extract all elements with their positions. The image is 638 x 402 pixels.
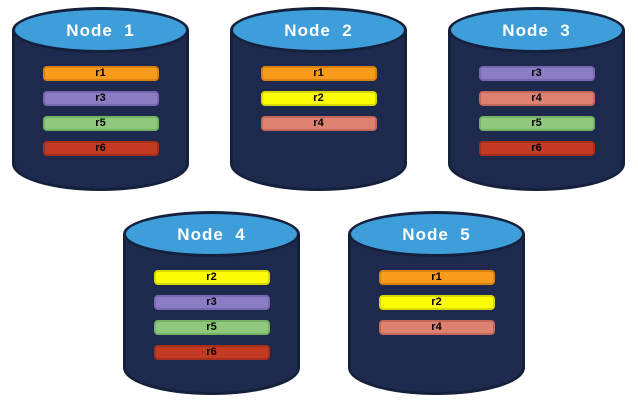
replica-list: r1 r3 r5 r6 (12, 66, 189, 166)
replica-bar-r6: r6 (42, 141, 159, 156)
replica-label: r5 (206, 321, 217, 333)
replica-label: r4 (313, 117, 324, 129)
database-node: Node 2 r1 r2 r4 (230, 7, 407, 191)
node-title: Node 5 (402, 224, 471, 244)
replica-list: r2 r3 r5 r6 (123, 270, 300, 370)
replica-bar-r3: r3 (42, 91, 159, 106)
cylinder-top-ellipse: Node 2 (230, 7, 407, 53)
replica-bar-r1: r1 (260, 66, 377, 81)
database-node: Node 1 r1 r3 r5 r6 (12, 7, 189, 191)
node-title: Node 3 (502, 20, 571, 40)
replica-bar-r5: r5 (42, 116, 159, 131)
replica-bar-r1: r1 (378, 270, 495, 285)
replica-label: r1 (95, 67, 106, 79)
replica-list: r3 r4 r5 r6 (448, 66, 625, 166)
cylinder-top-ellipse: Node 5 (348, 211, 525, 257)
node-title: Node 4 (177, 224, 246, 244)
replica-list: r1 r2 r4 (230, 66, 407, 141)
replica-label: r2 (313, 92, 324, 104)
cylinder-body (123, 234, 300, 395)
cylinder-top-ellipse: Node 3 (448, 7, 625, 53)
replica-bar-r1: r1 (42, 66, 159, 81)
replica-label: r3 (95, 92, 106, 104)
replica-bar-r5: r5 (478, 116, 595, 131)
replica-label: r3 (531, 67, 542, 79)
node-title: Node 1 (66, 20, 135, 40)
database-node: Node 5 r1 r2 r4 (348, 211, 525, 395)
cylinder-body (230, 30, 407, 191)
database-node: Node 3 r3 r4 r5 r6 (448, 7, 625, 191)
replica-label: r4 (531, 92, 542, 104)
replica-label: r3 (206, 296, 217, 308)
replica-bar-r6: r6 (153, 345, 270, 360)
replica-bar-r2: r2 (153, 270, 270, 285)
replica-bar-r4: r4 (378, 320, 495, 335)
replica-bar-r4: r4 (260, 116, 377, 131)
replica-label: r5 (531, 117, 542, 129)
replica-list: r1 r2 r4 (348, 270, 525, 345)
database-node: Node 4 r2 r3 r5 r6 (123, 211, 300, 395)
cylinder-body (348, 234, 525, 395)
replica-bar-r5: r5 (153, 320, 270, 335)
node-title: Node 2 (284, 20, 353, 40)
replica-label: r2 (206, 271, 217, 283)
replica-label: r6 (206, 346, 217, 358)
cylinder-top-ellipse: Node 1 (12, 7, 189, 53)
replica-bar-r3: r3 (478, 66, 595, 81)
replica-bar-r2: r2 (378, 295, 495, 310)
replica-label: r1 (431, 271, 442, 283)
cylinder-top-ellipse: Node 4 (123, 211, 300, 257)
cylinder-body (12, 30, 189, 191)
replica-label: r6 (95, 142, 106, 154)
replica-label: r2 (431, 296, 442, 308)
replica-bar-r3: r3 (153, 295, 270, 310)
replica-bar-r6: r6 (478, 141, 595, 156)
replica-label: r4 (431, 321, 442, 333)
replica-label: r6 (531, 142, 542, 154)
replica-bar-r2: r2 (260, 91, 377, 106)
replica-bar-r4: r4 (478, 91, 595, 106)
replica-label: r1 (313, 67, 324, 79)
cylinder-body (448, 30, 625, 191)
replica-label: r5 (95, 117, 106, 129)
